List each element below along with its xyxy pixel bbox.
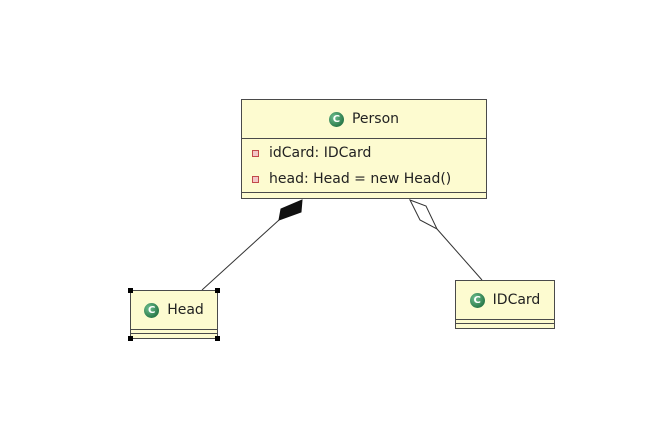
attribute-compartment bbox=[131, 329, 217, 333]
attribute-compartment bbox=[456, 319, 554, 323]
class-header: C IDCard bbox=[456, 281, 554, 319]
attribute-compartment: idCard: IDCard head: Head = new Head() bbox=[242, 138, 486, 192]
class-head[interactable]: C Head bbox=[128, 288, 220, 341]
aggregation-diamond bbox=[408, 199, 439, 231]
aggregation-line bbox=[436, 228, 483, 281]
class-idcard[interactable]: C IDCard bbox=[455, 280, 555, 329]
attribute-text: idCard: IDCard bbox=[269, 145, 372, 161]
method-compartment bbox=[456, 323, 554, 327]
private-field-icon bbox=[252, 175, 259, 183]
private-field-icon bbox=[252, 149, 259, 157]
composition-diamond bbox=[278, 199, 303, 221]
class-name: IDCard bbox=[492, 292, 541, 308]
attribute-row[interactable]: head: Head = new Head() bbox=[242, 166, 486, 192]
selection-handle-bottom-right[interactable] bbox=[215, 336, 220, 341]
selection-handle-top-right[interactable] bbox=[215, 288, 220, 293]
class-person[interactable]: C Person idCard: IDCard head: Head = new… bbox=[241, 99, 487, 199]
class-name: Person bbox=[351, 111, 400, 127]
class-header: C Person bbox=[242, 100, 486, 138]
method-compartment bbox=[242, 192, 486, 196]
selection-handle-bottom-left[interactable] bbox=[128, 336, 133, 341]
composition-line bbox=[201, 219, 280, 291]
method-compartment bbox=[131, 333, 217, 337]
attribute-row[interactable]: idCard: IDCard bbox=[242, 140, 486, 166]
class-icon: C bbox=[328, 111, 344, 127]
class-header: C Head bbox=[131, 291, 217, 329]
class-icon: C bbox=[469, 292, 485, 308]
class-name: Head bbox=[167, 302, 204, 318]
class-icon: C bbox=[144, 302, 160, 318]
attribute-text: head: Head = new Head() bbox=[269, 171, 452, 187]
selection-handle-top-left[interactable] bbox=[128, 288, 133, 293]
